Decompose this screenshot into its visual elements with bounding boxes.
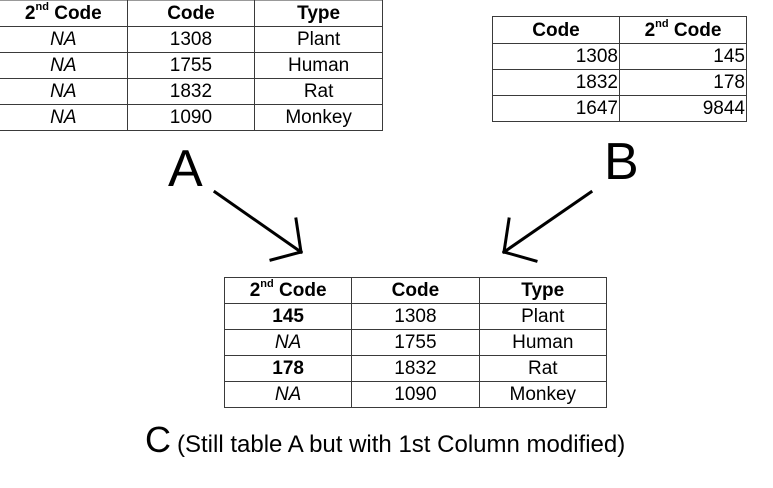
cell-code: 1832	[351, 355, 480, 382]
cell-type: Human	[254, 52, 383, 79]
arrow-a-to-c-icon	[212, 189, 304, 262]
header-text: 2	[644, 19, 656, 41]
header-code: Code	[492, 16, 620, 44]
header-superscript: nd	[260, 278, 274, 290]
cell-type: Plant	[478, 303, 608, 330]
table-header-row: 2nd Code Code Type	[223, 277, 608, 304]
cell-code: 1308	[492, 43, 620, 70]
cell-code: 1308	[351, 303, 480, 330]
header-type: Type	[478, 277, 608, 304]
cell-2nd-code: 178	[223, 355, 353, 382]
table-row: 145 1308 Plant	[223, 303, 608, 330]
cell-2nd-code: 145	[223, 303, 353, 330]
cell-code: 1090	[126, 104, 256, 131]
cell-code: 1755	[351, 329, 480, 356]
table-row: NA 1308 Plant	[0, 26, 383, 53]
cell-type: Rat	[478, 355, 608, 382]
cell-type: Monkey	[478, 381, 608, 408]
label-b: B	[604, 133, 639, 191]
header-text: Code	[273, 280, 327, 301]
cell-2nd-code: NA	[0, 26, 128, 53]
table-row: 1647 9844	[492, 95, 747, 122]
cell-2nd-code: NA	[223, 329, 353, 356]
header-text: 2	[24, 3, 36, 24]
table-row: 178 1832 Rat	[223, 355, 608, 382]
table-row: NA 1755 Human	[0, 52, 383, 79]
header-superscript: nd	[655, 17, 669, 30]
label-a: A	[168, 140, 203, 198]
header-code: Code	[351, 277, 480, 304]
header-2nd-code: 2nd Code	[0, 0, 128, 27]
header-text: Code	[48, 3, 102, 24]
cell-2nd-code: 9844	[619, 95, 747, 122]
table-row: 1308 145	[492, 43, 747, 70]
caption-text: (Still table A but with 1st Column modif…	[177, 431, 626, 458]
caption: C(Still table A but with 1st Column modi…	[145, 420, 625, 465]
cell-type: Human	[478, 329, 608, 356]
cell-2nd-code: NA	[0, 52, 128, 79]
header-type: Type	[254, 0, 383, 27]
cell-type: Rat	[254, 78, 383, 105]
arrow-b-to-c-icon	[501, 189, 594, 263]
caption-letter: C	[145, 419, 171, 460]
cell-2nd-code: 145	[619, 43, 747, 70]
cell-2nd-code: NA	[223, 381, 353, 408]
cell-code: 1832	[126, 78, 256, 105]
table-row: NA 1090 Monkey	[223, 381, 608, 408]
table-row: NA 1090 Monkey	[0, 104, 383, 131]
header-2nd-code: 2nd Code	[223, 277, 353, 304]
table-header-row: Code 2nd Code	[492, 16, 747, 44]
cell-type: Monkey	[254, 104, 383, 131]
table-row: NA 1755 Human	[223, 329, 608, 356]
cell-code: 1755	[126, 52, 256, 79]
table-b: Code 2nd Code 1308 145 1832 178 1647 984…	[492, 16, 747, 122]
cell-2nd-code: NA	[0, 104, 128, 131]
table-a: 2nd Code Code Type NA 1308 Plant NA 1755…	[0, 0, 383, 131]
header-code: Code	[126, 0, 256, 27]
header-superscript: nd	[35, 1, 49, 13]
header-2nd-code: 2nd Code	[619, 16, 747, 44]
header-text: 2	[249, 280, 261, 301]
table-c: 2nd Code Code Type 145 1308 Plant NA 175…	[223, 277, 608, 408]
cell-code: 1090	[351, 381, 480, 408]
cell-code: 1647	[492, 95, 620, 122]
header-text: Code	[668, 19, 722, 41]
table-row: NA 1832 Rat	[0, 78, 383, 105]
table-header-row: 2nd Code Code Type	[0, 0, 383, 27]
cell-2nd-code: NA	[0, 78, 128, 105]
